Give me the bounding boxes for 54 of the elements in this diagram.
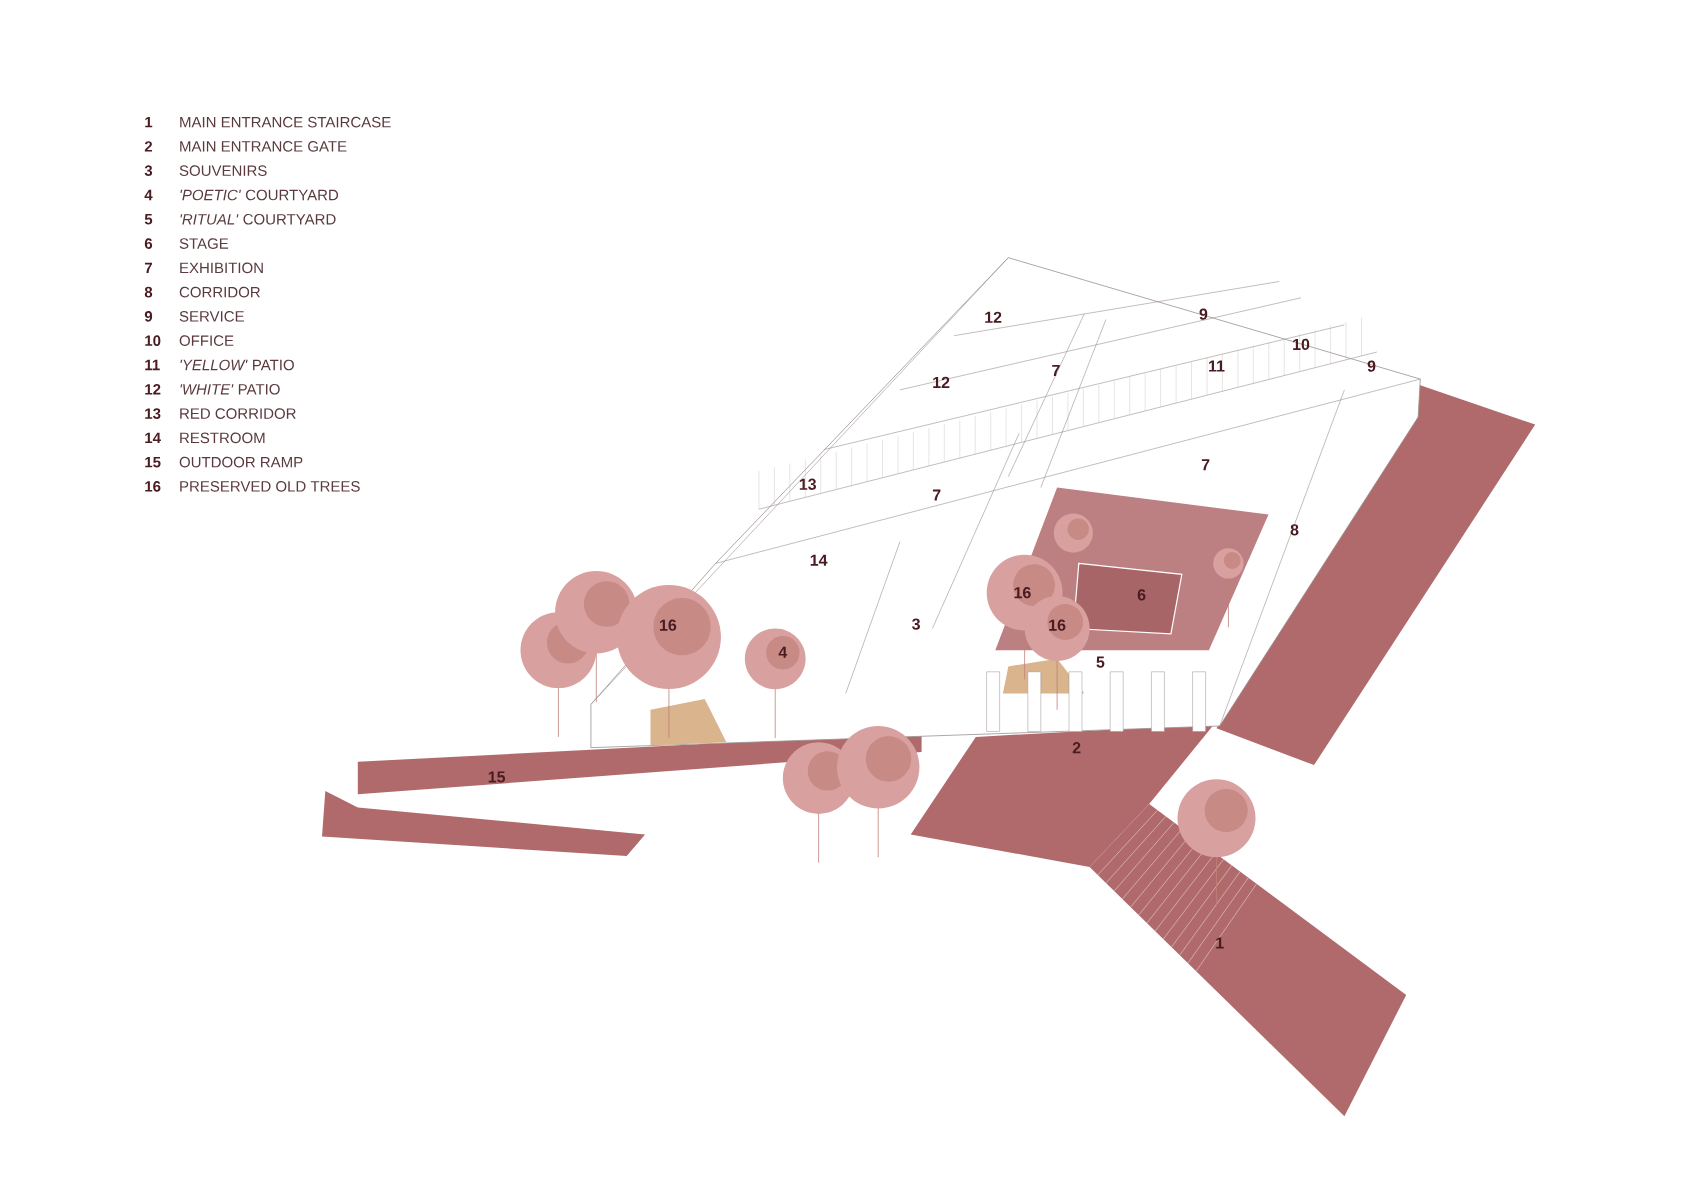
callout-number: 7 — [1201, 459, 1210, 471]
callout-number: 3 — [912, 618, 920, 630]
callout-number: 5 — [1096, 656, 1105, 668]
legend-text: OUTDOOR RAMP — [179, 456, 303, 468]
legend-number: 2 — [144, 141, 153, 152]
legend-text: 'POETIC' COURTYARD — [180, 189, 339, 201]
legend-number: 8 — [144, 286, 153, 298]
legend-text: 'RITUAL' COURTYARD — [180, 213, 336, 225]
legend-number: 1 — [145, 117, 153, 128]
callout-number: 1 — [1216, 937, 1224, 949]
legend-text: EXHIBITION — [180, 262, 263, 274]
legend-number: 11 — [145, 359, 160, 371]
callout-number: 9 — [1367, 360, 1376, 372]
legend-number: 4 — [144, 189, 153, 201]
legend-number: 14 — [145, 432, 161, 444]
legend-text: 'YELLOW' PATIO — [180, 359, 294, 371]
legend-text: SERVICE — [179, 311, 244, 322]
legend-text: MAIN ENTRANCE STAIRCASE — [180, 116, 391, 128]
legend-text: 'WHITE' PATIO — [180, 383, 280, 395]
callout-number: 15 — [488, 771, 506, 783]
legend-number: 3 — [144, 165, 153, 176]
legend-number: 5 — [144, 214, 153, 225]
callout-number: 9 — [1199, 308, 1208, 320]
legend-text: OFFICE — [179, 335, 234, 346]
legend-number: 6 — [144, 238, 153, 249]
callout-number: 11 — [1209, 360, 1225, 372]
callout-number: 12 — [985, 311, 1002, 323]
callout-number: 7 — [1052, 364, 1060, 376]
callout-number: 2 — [1072, 742, 1081, 754]
legend-text: RESTROOM — [180, 432, 265, 444]
legend-number: 12 — [145, 384, 161, 395]
legend-number: 9 — [144, 311, 153, 322]
legend-text: PRESERVED OLD TREES — [180, 481, 360, 492]
callout-number: 6 — [1137, 589, 1146, 601]
legend-number: 7 — [144, 262, 152, 274]
legend-text: STAGE — [179, 238, 229, 249]
callout-number: 7 — [932, 489, 941, 501]
legend-number: 10 — [145, 335, 161, 346]
callout-number: 14 — [810, 554, 828, 566]
callout-number: 10 — [1293, 338, 1310, 351]
callout-number: 16 — [1049, 619, 1066, 631]
legend-number: 13 — [145, 408, 161, 419]
callout-number: 16 — [1014, 587, 1031, 599]
legend-text: MAIN ENTRANCE GATE — [180, 141, 347, 152]
legend-number: 15 — [145, 456, 161, 468]
callout-number: 4 — [778, 646, 788, 658]
callout-number: 12 — [933, 376, 950, 388]
callout-number: 8 — [1290, 524, 1299, 536]
legend-text: SOUVENIRS — [179, 165, 267, 176]
legend-number: 16 — [145, 481, 161, 492]
legend-text: CORRIDOR — [179, 286, 260, 298]
callout-number: 13 — [799, 478, 816, 490]
callout-number: 16 — [660, 619, 677, 631]
legend-text: RED CORRIDOR — [180, 408, 296, 419]
